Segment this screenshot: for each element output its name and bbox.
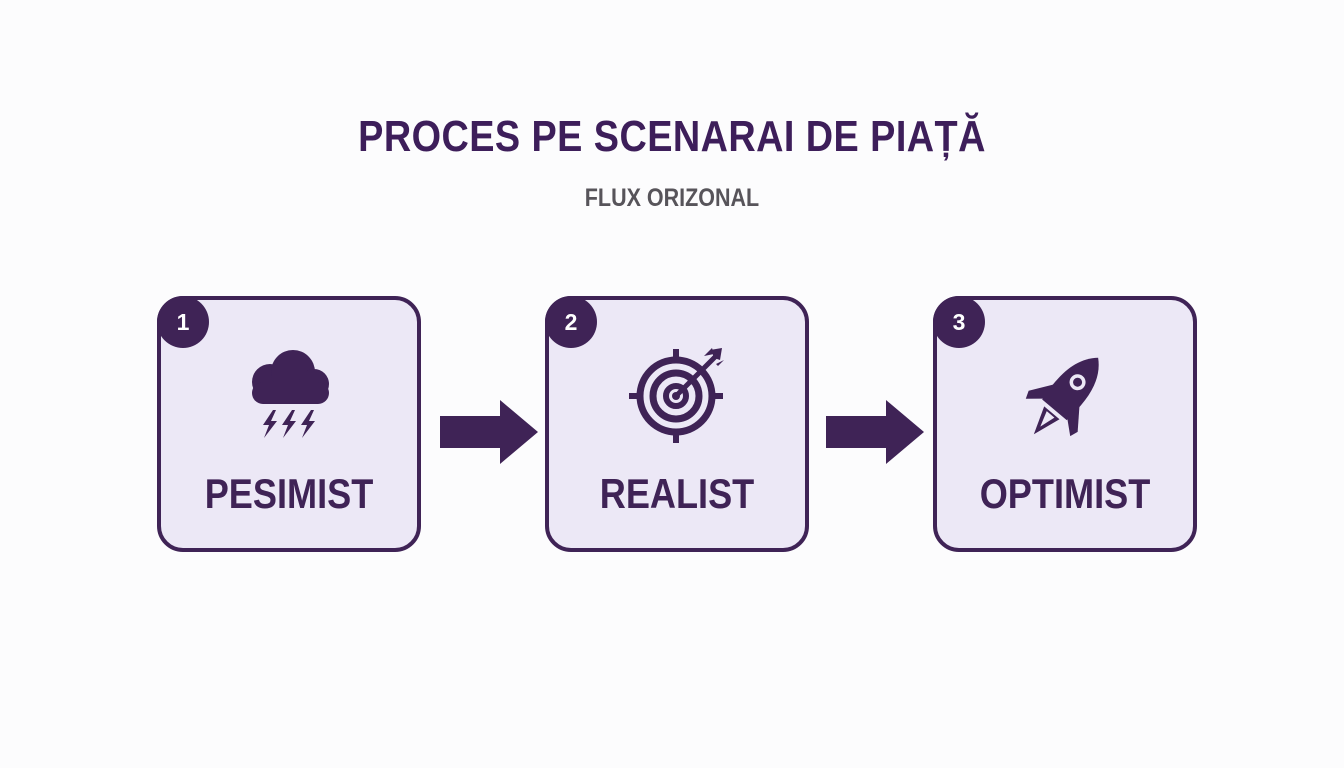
storm-cloud-icon [252,350,329,438]
step-number-badge: 2 [545,296,597,348]
diagram-title: PROCES PE SCENARAI DE PIAȚĂ [358,112,986,161]
diagram-subtitle: FLUX ORIZONAL [584,184,760,212]
step-number-badge: 1 [157,296,209,348]
flow-arrow-icon [826,400,924,464]
step-card-optimist: 3 OPTIMIST [933,296,1197,552]
flow-arrow-icon [440,400,538,464]
step-card-realist: 2 REALIST [545,296,809,552]
target-arrow-icon [629,348,724,443]
step-card-pesimist: 1 PESIMIST [157,296,421,552]
rocket-icon [1025,357,1099,437]
step-label: REALIST [599,470,755,517]
step-label: PESIMIST [204,470,374,517]
step-label: OPTIMIST [979,470,1151,517]
step-number-badge: 3 [933,296,985,348]
